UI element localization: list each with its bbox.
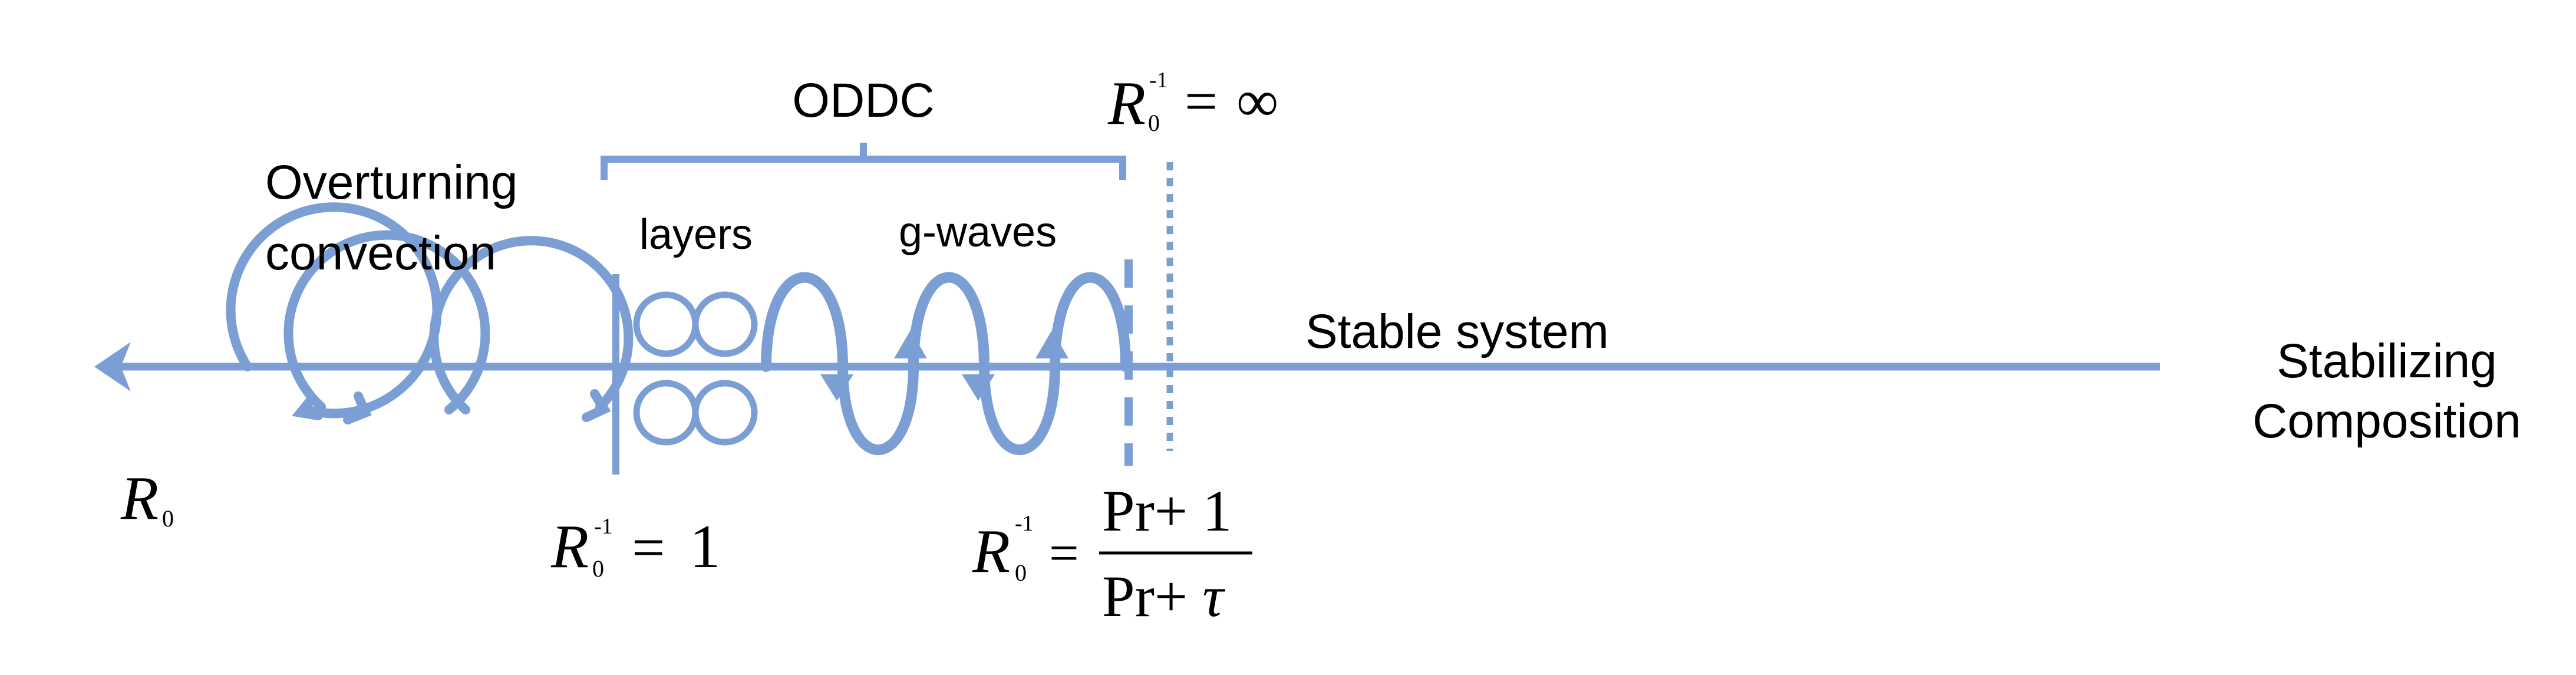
superscript-inverse: -1 bbox=[1149, 68, 1168, 93]
fraction-denominator: Pr+ τ bbox=[1102, 564, 1225, 629]
r-symbol: R bbox=[120, 463, 159, 532]
stable-system-label: Stable system bbox=[1305, 305, 1609, 358]
superscript-inverse: -1 bbox=[594, 514, 613, 539]
stabilizing-label: Stabilizing bbox=[2277, 334, 2497, 388]
oddc-label: ODDC bbox=[792, 74, 934, 127]
fraction-numerator: Pr+ 1 bbox=[1102, 478, 1232, 544]
layer-cell-bottom-left bbox=[633, 380, 699, 446]
layers-label: layers bbox=[639, 211, 753, 258]
axis-arrow-left bbox=[94, 342, 131, 391]
subscript-zero: 0 bbox=[1015, 559, 1027, 586]
g-wave-path bbox=[761, 272, 1131, 455]
g-waves-label: g-waves bbox=[899, 209, 1057, 256]
convection-cell-3 bbox=[429, 236, 634, 414]
layer-cells bbox=[633, 291, 758, 446]
convection-arrowhead-1 bbox=[292, 395, 323, 420]
convection-cell-1 bbox=[226, 202, 442, 419]
equals-sign: = bbox=[1185, 68, 1218, 134]
main-axis bbox=[94, 342, 2160, 391]
g-wave-arrow-1 bbox=[820, 374, 853, 401]
layer-cell-top-right bbox=[692, 291, 758, 357]
infinity-symbol: ∞ bbox=[1236, 68, 1278, 134]
convection-label: convection bbox=[265, 226, 496, 280]
g-wave-arrow-2 bbox=[894, 330, 927, 358]
g-waves bbox=[761, 272, 1131, 455]
layer-cell-top-left bbox=[633, 291, 699, 357]
value-one: 1 bbox=[690, 512, 721, 581]
oddc-bracket bbox=[601, 143, 1126, 180]
threshold-infinity: R -1 0 = ∞ bbox=[1107, 68, 1278, 137]
r0-label: R 0 bbox=[120, 463, 174, 532]
convection-arrowhead-3 bbox=[582, 389, 611, 422]
convection-cells bbox=[226, 202, 634, 424]
threshold-fraction: R -1 0 = Pr+ 1 Pr+ τ bbox=[972, 478, 1252, 629]
overturning-label: Overturning bbox=[265, 156, 517, 209]
convection-cell-2 bbox=[283, 230, 490, 414]
composition-label: Composition bbox=[2252, 394, 2521, 448]
g-wave-arrows bbox=[820, 330, 1068, 401]
tau-symbol: τ bbox=[1202, 564, 1225, 629]
subscript-zero: 0 bbox=[1148, 110, 1160, 136]
subscript-zero: 0 bbox=[162, 505, 174, 532]
g-wave-arrow-3 bbox=[962, 374, 995, 401]
r-symbol: R bbox=[972, 516, 1010, 585]
equals-sign: = bbox=[1049, 524, 1079, 582]
r-symbol: R bbox=[550, 512, 589, 581]
subscript-zero: 0 bbox=[592, 555, 604, 582]
equals-sign: = bbox=[632, 515, 665, 580]
layer-cell-bottom-right bbox=[692, 380, 758, 446]
denominator-prefix: Pr+ bbox=[1102, 564, 1202, 629]
g-wave-arrow-4 bbox=[1035, 330, 1068, 358]
superscript-inverse: -1 bbox=[1015, 511, 1034, 536]
threshold-r1: R -1 0 = 1 bbox=[550, 512, 721, 582]
convection-arrowhead-2 bbox=[343, 391, 372, 424]
r-symbol: R bbox=[1107, 68, 1146, 137]
